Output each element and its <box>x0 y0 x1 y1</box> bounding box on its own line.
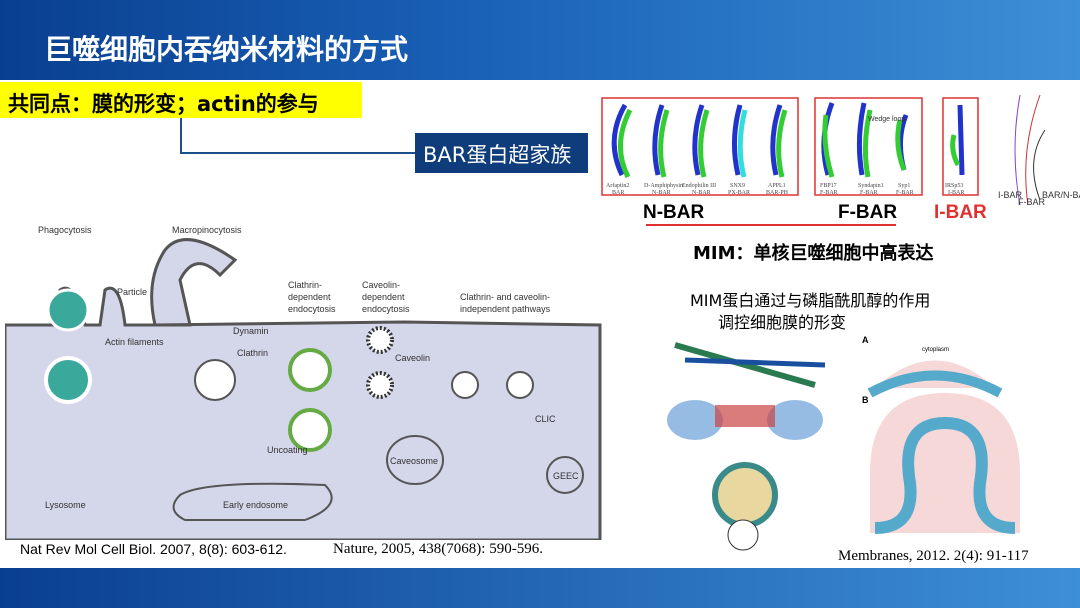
panel-b-label: B <box>862 395 869 405</box>
label-phagocytosis: Phagocytosis <box>38 225 92 235</box>
bar-protein-figure: I-BAR F-BAR BAR/N-BAR Wedge loop Arfapti… <box>601 95 1080 205</box>
bar-family-box: BAR蛋白超家族 <box>415 133 588 173</box>
protein-name: Syp1 <box>898 183 910 189</box>
mim-structure-figure <box>667 342 826 551</box>
label-caveosome: Caveosome <box>390 456 438 466</box>
panel-a-label: A <box>862 335 869 345</box>
curve-label-nbar: BAR/N-BAR <box>1042 190 1080 200</box>
highlight-box: 共同点：膜的形变；actin的参与 <box>0 82 362 118</box>
label-uncoating: Uncoating <box>267 445 308 455</box>
highlight-text: 共同点：膜的形变；actin的参与 <box>8 92 319 116</box>
protein-type: PX-BAR <box>728 190 750 196</box>
wedge-loop-label: Wedge loop <box>868 116 905 123</box>
label-caveolin-dep: Caveolin- <box>362 280 400 290</box>
protein-type: N-BAR <box>692 190 711 196</box>
curve-label-fbar: F-BAR <box>1018 197 1046 205</box>
endocytosis-diagram: Phagocytosis Macropinocytosis Particle A… <box>5 225 602 540</box>
label-caveolin-dep: endocytosis <box>362 304 410 314</box>
group-nbar: N-BAR <box>643 202 705 223</box>
label-independent: independent pathways <box>460 304 551 314</box>
mim-desc-1: MIM蛋白通过与磷脂酰肌醇的作用 <box>690 291 931 310</box>
protein-name: IRSp53 <box>945 183 963 189</box>
protein-name: FBP17 <box>820 183 837 189</box>
label-caveolin-dep: dependent <box>362 292 405 302</box>
protein-name: Syndapin1 <box>858 183 884 189</box>
label-early-endosome: Early endosome <box>223 500 288 510</box>
label-clathrin-dep: dependent <box>288 292 331 302</box>
protein-type: BAR <box>612 190 624 196</box>
slide-header: 巨噬细胞内吞纳米材料的方式 <box>0 0 1080 80</box>
label-particle: Particle <box>117 287 147 297</box>
label-independent: Clathrin- and caveolin- <box>460 292 550 302</box>
protein-name: SNX9 <box>730 183 745 189</box>
protein-name: Arfaptin2 <box>606 182 629 189</box>
label-caveolin: Caveolin <box>395 353 430 363</box>
slide-title: 巨噬细胞内吞纳米材料的方式 <box>44 33 409 66</box>
citation-3: Membranes, 2012. 2(4): 91-117 <box>838 548 1029 564</box>
curve-label-ibar: I-BAR <box>998 190 1023 200</box>
protein-type: F-BAR <box>896 190 914 196</box>
group-fbar: F-BAR <box>838 202 898 223</box>
label-lysosome: Lysosome <box>45 500 86 510</box>
cytoplasm-label: cytoplasm <box>922 347 949 353</box>
label-dynamin: Dynamin <box>233 326 269 336</box>
label-actin: Actin filaments <box>105 337 164 347</box>
label-clathrin-dep: Clathrin- <box>288 280 322 290</box>
protein-name: D-Amphiphysin <box>644 183 683 189</box>
connector-line <box>180 118 416 154</box>
label-clic: CLIC <box>535 414 556 424</box>
slide-footer <box>0 568 1080 608</box>
protein-type: N-BAR <box>652 190 671 196</box>
protein-name: APPL1 <box>768 183 786 189</box>
citation-1: Nat Rev Mol Cell Biol. 2007, 8(8): 603-6… <box>20 541 287 557</box>
mim-heading: MIM：单核巨噬细胞中高表达 <box>693 243 934 264</box>
protein-type: BAR-PH <box>766 190 789 196</box>
protein-type: I-BAR <box>948 190 964 196</box>
protein-type: F-BAR <box>860 190 878 196</box>
label-clathrin-dep: endocytosis <box>288 304 336 314</box>
label-geec: GEEC <box>553 471 579 481</box>
mim-desc-2: 调控细胞膜的形变 <box>718 313 847 332</box>
group-underline <box>646 224 896 226</box>
citation-2: Nature, 2005, 438(7068): 590-596. <box>333 541 543 557</box>
label-clathrin: Clathrin <box>237 348 268 358</box>
mim-membrane-figure: A cytoplasm B <box>862 335 1020 534</box>
group-ibar: I-BAR <box>934 202 987 223</box>
protein-type: F-BAR <box>820 190 838 196</box>
protein-name: Endophilin III <box>682 183 716 189</box>
label-macropinocytosis: Macropinocytosis <box>172 225 242 235</box>
